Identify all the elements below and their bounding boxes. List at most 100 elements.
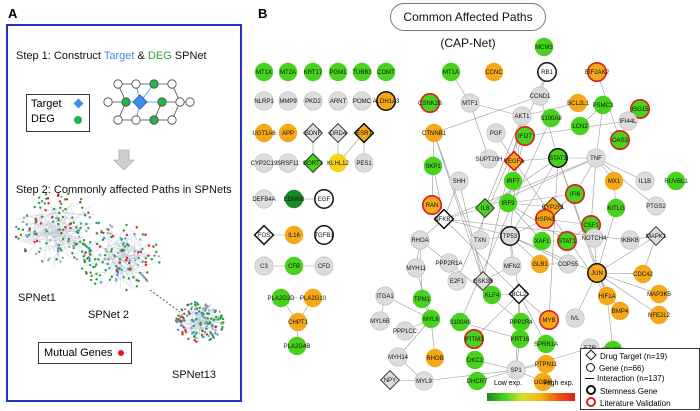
- gene-node-akt1[interactable]: AKT1: [512, 106, 532, 126]
- gene-node-chpt1[interactable]: CHPT1: [288, 312, 308, 332]
- gene-node-bdnf[interactable]: BDNF: [303, 123, 323, 143]
- gene-node-il1b[interactable]: IL1B: [635, 171, 655, 191]
- gene-node-supt20h[interactable]: SUPT20H: [475, 149, 503, 169]
- gene-node-rb1[interactable]: RB1: [537, 62, 557, 82]
- gene-node-sprr1a[interactable]: SPRR1A: [534, 334, 558, 354]
- gene-node-ifi44l[interactable]: IFI44L: [618, 111, 638, 131]
- gene-node-krt16[interactable]: KRT16: [511, 329, 530, 349]
- gene-node-irf7[interactable]: IRF7: [503, 171, 523, 191]
- gene-node-c3[interactable]: C3: [254, 256, 274, 276]
- gene-node-il8[interactable]: IL8: [475, 198, 495, 218]
- gene-node-bmp4[interactable]: BMP4: [610, 301, 630, 321]
- gene-node-drd4[interactable]: DRD4: [328, 123, 348, 143]
- gene-node-cyp2c19[interactable]: CYP2C19: [251, 153, 278, 173]
- gene-node-sort1[interactable]: SORT1: [303, 153, 324, 173]
- gene-node-cops5[interactable]: COPS5: [558, 254, 579, 274]
- gene-node-pes1[interactable]: PES1: [354, 153, 374, 173]
- gene-node-cfb[interactable]: CFB: [284, 256, 304, 276]
- gene-node-tpm1[interactable]: TPM1: [412, 289, 432, 309]
- gene-node-ppp1cc[interactable]: PPP1CC: [393, 321, 418, 341]
- gene-node-ivl[interactable]: IVL: [565, 308, 585, 328]
- gene-node-srsf11[interactable]: SRSF11: [277, 153, 300, 173]
- gene-node-sp1[interactable]: SP1: [506, 360, 526, 380]
- gene-node-tubb3[interactable]: TUBB3: [352, 62, 372, 82]
- gene-node-stat3[interactable]: STAT3: [548, 148, 568, 168]
- gene-node-myb[interactable]: MYB: [538, 309, 559, 330]
- gene-node-ccnc[interactable]: CCNC: [484, 62, 504, 82]
- gene-node-mt2a[interactable]: MT2A: [278, 62, 298, 82]
- gene-node-skp1[interactable]: SKP1: [423, 156, 443, 176]
- gene-node-lcn2[interactable]: LCN2: [570, 116, 590, 136]
- gene-node-ctnnb1[interactable]: CTNNB1: [422, 123, 447, 143]
- gene-node-eif2ak2[interactable]: EIF2AK2: [585, 61, 610, 82]
- gene-node-rhoa[interactable]: RHOA: [410, 230, 430, 250]
- gene-node-dhcr7[interactable]: DHCR7: [467, 371, 488, 391]
- gene-node-isg15[interactable]: ISG15: [629, 99, 650, 120]
- gene-node-comt[interactable]: COMT: [376, 62, 396, 82]
- gene-node-klhl12[interactable]: KLHL12: [327, 153, 350, 173]
- gene-node-ccnd1[interactable]: CCND1: [530, 86, 551, 106]
- gene-node-mmp9[interactable]: MMP9: [278, 91, 298, 111]
- gene-node-rhob[interactable]: RHOB: [425, 348, 445, 368]
- gene-node-ifi27[interactable]: IFI27: [514, 126, 535, 147]
- gene-node-ptgs2[interactable]: PTGS2: [646, 196, 666, 216]
- gene-node-kitlg[interactable]: KITLG: [606, 198, 626, 218]
- gene-node-xaf1[interactable]: XAF1: [532, 231, 552, 251]
- gene-node-pla2g4b[interactable]: PLA2G4B: [284, 336, 311, 356]
- gene-node-pgm1[interactable]: PGM1: [328, 62, 348, 82]
- gene-node-ugt1a6[interactable]: UGT1A6: [252, 123, 276, 143]
- gene-node-fos[interactable]: FOS: [253, 224, 275, 246]
- gene-node-dkc1[interactable]: DKC1: [465, 350, 485, 370]
- gene-node-defb4a[interactable]: DEFB4A: [252, 189, 276, 209]
- gene-node-notch4[interactable]: NOTCH4: [582, 228, 607, 248]
- gene-node-map3k5[interactable]: MAP3K5: [647, 284, 671, 304]
- gene-node-ifi6[interactable]: IFI6: [564, 184, 585, 205]
- gene-node-oas3[interactable]: OAS3: [609, 130, 630, 151]
- gene-node-psmc3[interactable]: PSMC3: [593, 95, 614, 115]
- gene-node-cdc42[interactable]: CDC42: [633, 264, 653, 284]
- gene-node-myl9[interactable]: MYL9: [414, 371, 434, 391]
- gene-node-pomc[interactable]: POMC: [352, 91, 372, 111]
- gene-node-tp53[interactable]: TP53: [500, 226, 520, 246]
- gene-node-shh[interactable]: SHH: [449, 171, 469, 191]
- gene-node-irf9[interactable]: IRF9: [498, 193, 518, 213]
- gene-node-mt1a[interactable]: MT1A: [441, 62, 461, 82]
- gene-node-ran[interactable]: RAN: [421, 195, 442, 216]
- gene-node-pgf[interactable]: PGF: [486, 123, 506, 143]
- gene-node-glb1[interactable]: GLB1: [530, 254, 550, 274]
- gene-node-vegfa[interactable]: VEGFA: [503, 150, 525, 172]
- gene-node-ppp2r4[interactable]: PPP2R4: [509, 312, 533, 332]
- gene-node-app[interactable]: APP: [278, 123, 298, 143]
- gene-node-gsk3b[interactable]: GSK3B: [473, 271, 493, 291]
- gene-node-aldh1a3[interactable]: ALDH1A3: [373, 91, 400, 111]
- gene-node-myh11[interactable]: MYH11: [406, 258, 426, 278]
- gene-node-tnf[interactable]: TNF: [586, 148, 606, 168]
- gene-node-ruvbl1[interactable]: RUVBL1: [664, 171, 688, 191]
- gene-node-esr1[interactable]: ESR1: [353, 122, 375, 144]
- gene-node-nfkb1[interactable]: NFKB1: [433, 208, 455, 230]
- gene-node-e2f1[interactable]: E2F1: [447, 271, 467, 291]
- gene-node-krt17[interactable]: KRT17: [304, 62, 323, 82]
- gene-node-mtf1[interactable]: MTF1: [460, 93, 480, 113]
- gene-node-s100a9[interactable]: S100A9: [449, 312, 471, 332]
- gene-node-myl6[interactable]: MYL6: [421, 309, 441, 329]
- gene-node-s100a8[interactable]: S100A8: [540, 108, 562, 128]
- gene-node-pla2g2d[interactable]: PLA2G2D: [267, 288, 295, 308]
- gene-node-ifitm3[interactable]: IFITM3: [463, 328, 485, 349]
- gene-node-arnt[interactable]: ARNT: [328, 91, 348, 111]
- gene-node-myh14[interactable]: MYH14: [388, 347, 409, 367]
- gene-node-ptpn11[interactable]: PTPN11: [535, 354, 558, 374]
- gene-node-nlrp1[interactable]: NLRP1: [254, 91, 274, 111]
- gene-node-cfd[interactable]: CFD: [314, 256, 334, 276]
- gene-node-mapk1[interactable]: MAPK1: [646, 226, 667, 246]
- gene-node-ednrb[interactable]: EDNRB: [283, 189, 305, 209]
- gene-node-csnk2b[interactable]: CSNK2B: [418, 93, 442, 114]
- gene-node-mx1[interactable]: MX1: [604, 171, 624, 191]
- gene-node-il16[interactable]: IL16: [284, 225, 304, 245]
- gene-node-mt1x[interactable]: MT1X: [254, 62, 274, 82]
- gene-node-myl6b[interactable]: MYL6B: [370, 311, 390, 331]
- gene-node-tgfb1[interactable]: TGFB1: [314, 225, 334, 245]
- gene-node-pla2g10[interactable]: PLA2G10: [300, 288, 327, 308]
- gene-node-bcl2l1[interactable]: BCL2L1: [567, 93, 590, 113]
- gene-node-ikbkb[interactable]: IKBKB: [620, 230, 640, 250]
